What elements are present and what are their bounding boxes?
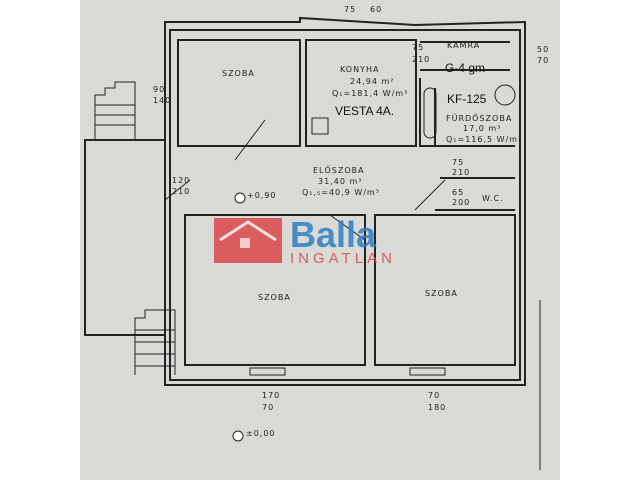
konyha-heat: Q₁=181,4 W/m³	[332, 89, 408, 98]
dim-label: 75	[412, 43, 424, 52]
furdo-heat: Q₁=116,5 W/m³	[446, 135, 522, 144]
dim-label: 210	[172, 187, 190, 196]
dim-label: 75	[452, 158, 464, 167]
room-label-wc: W.C.	[482, 194, 504, 203]
room-label-furdo: FÜRDŐSZOBA	[446, 113, 512, 123]
watermark: Balla INGATLAN	[214, 214, 396, 267]
room-label-szoba-right: SZOBA	[425, 289, 458, 298]
paper-background	[80, 0, 560, 480]
dim-label: 70	[428, 391, 440, 400]
dim-label: 75	[344, 5, 356, 14]
dim-label: 60	[370, 5, 382, 14]
dim-label: 65	[452, 188, 464, 197]
dim-label: 120	[172, 176, 190, 185]
dim-label: 50	[537, 45, 549, 54]
boiler-label: VESTA 4A.	[335, 104, 394, 118]
dim-label: 210	[452, 168, 470, 177]
dim-label: 200	[452, 198, 470, 207]
level-marker-icon	[232, 430, 244, 442]
dim-label: 180	[428, 403, 446, 412]
room-label-konyha: KONYHA	[340, 65, 379, 74]
dim-label: 70	[262, 403, 274, 412]
dim-label: 210	[412, 55, 430, 64]
stairs-bottom	[134, 309, 176, 375]
dim-label: 140	[153, 96, 171, 105]
room-label-kamra: KAMRA	[447, 41, 480, 50]
eloszoba-area: 31,40 m³	[318, 177, 362, 186]
watermark-sub: INGATLAN	[290, 250, 396, 267]
level-lower: ±0,00	[246, 429, 276, 438]
room-label-szoba-left: SZOBA	[258, 293, 291, 302]
eloszoba-heat: Q₁,₅=40,9 W/m³	[302, 188, 380, 197]
level-marker-icon	[234, 192, 246, 204]
dim-label: 90	[153, 85, 165, 94]
room-label-szoba-top: SZOBA	[222, 69, 255, 78]
watermark-brand: Balla	[290, 214, 377, 255]
dim-label: 170	[262, 391, 280, 400]
konyha-area: 24,94 m²	[350, 77, 394, 86]
room-label-eloszoba: ELŐSZOBA	[313, 165, 365, 175]
walls	[84, 16, 541, 470]
level-upper: +0,90	[247, 191, 277, 200]
dimension-labels: 75 210 75 210 65 200 50 70 90 140 120 21…	[153, 5, 549, 412]
heater-label: KF-125	[447, 92, 487, 106]
stairs-top	[94, 81, 136, 140]
dim-label: 70	[537, 56, 549, 65]
gas-meter-label: G-4 gm	[445, 61, 485, 75]
furdo-area: 17,0 m³	[463, 124, 501, 133]
